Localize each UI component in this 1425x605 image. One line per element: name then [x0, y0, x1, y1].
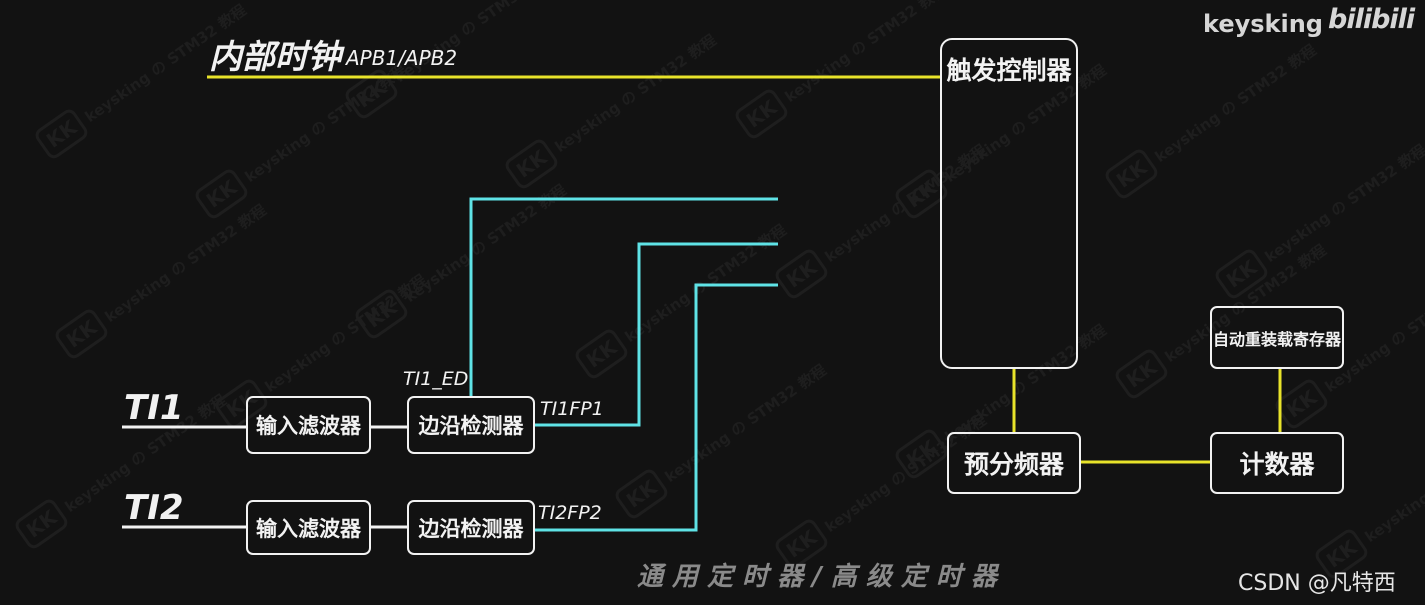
- ti2-label: TI2: [124, 488, 184, 528]
- auto-reload-register-label: 自动重装载寄存器: [1212, 329, 1341, 349]
- edge-detector-1-box: 边沿检测器: [407, 396, 535, 454]
- bilibili-logo: bilibili: [1328, 4, 1415, 35]
- trigger-controller-box: 触发控制器: [940, 38, 1078, 369]
- edge-detector-2-box: 边沿检测器: [407, 500, 535, 555]
- auto-reload-register-box: 自动重装载寄存器: [1210, 306, 1344, 369]
- brand-name: keysking: [1203, 10, 1323, 38]
- ti1fp1-label: TI1FP1: [540, 398, 604, 420]
- ti1-ed-label: TI1_ED: [403, 368, 469, 390]
- input-filter-2-box: 输入滤波器: [246, 500, 371, 555]
- footer-credit: CSDN @凡特西: [1238, 571, 1396, 596]
- diagram-caption: 通 用 定 时 器 / 高 级 定 时 器: [637, 562, 998, 592]
- clock-sub-label: APB1/APB2: [346, 46, 458, 70]
- edge-detector-2-label: 边沿检测器: [418, 516, 524, 541]
- input-filter-2-label: 输入滤波器: [256, 516, 361, 541]
- ti1-ed-line: [469, 197, 778, 396]
- input-filter-1-label: 输入滤波器: [256, 414, 361, 438]
- edge-detector-1-label: 边沿检测器: [418, 414, 524, 438]
- input-filter-1-box: 输入滤波器: [246, 396, 371, 454]
- ti2fp2-label: TI2FP2: [538, 502, 602, 524]
- ti1-label: TI1: [124, 388, 184, 428]
- counter-label: 计数器: [1239, 450, 1315, 479]
- ti1fp1-line: [535, 242, 778, 427]
- trigger-controller-label: 触发控制器: [946, 56, 1072, 85]
- clock-label: 内部时钟: [209, 37, 341, 76]
- ti2fp2-line: [535, 283, 778, 532]
- prescaler-label: 预分频器: [963, 450, 1064, 479]
- prescaler-box: 预分频器: [947, 432, 1081, 494]
- counter-box: 计数器: [1210, 432, 1344, 494]
